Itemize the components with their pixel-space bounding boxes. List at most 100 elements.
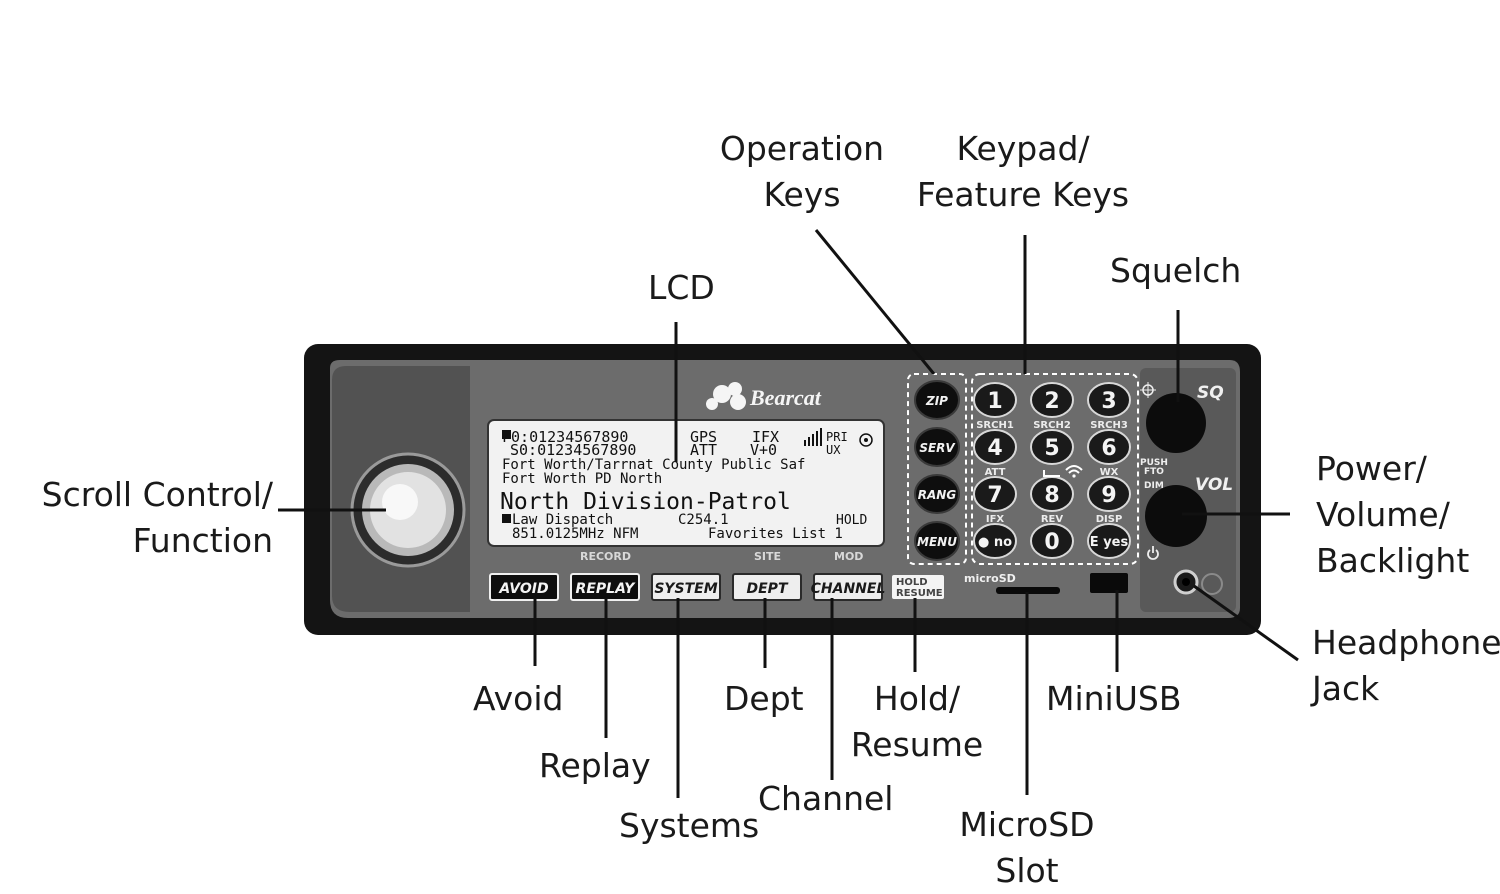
dim-label: DIM [1144, 481, 1164, 491]
op-key-rang[interactable]: RANG [914, 474, 960, 514]
vol-label: VOL [1195, 475, 1233, 495]
keypad-digit: 7 [987, 483, 1002, 508]
keypad-sublabel: WX [1100, 467, 1119, 478]
hold-resume-button[interactable]: HOLD RESUME [892, 575, 944, 599]
lcd-line6b: C254.1 [678, 512, 729, 528]
lcd-line2d: UX [826, 443, 841, 457]
op-key-label: SERV [919, 441, 956, 455]
lcd-line1a: F0:01234567890 [502, 428, 628, 446]
lcd-line2b: ATT [690, 441, 717, 459]
callout-lcd: LCD [648, 268, 715, 307]
keypad-sublabel: SRCH2 [1033, 420, 1071, 431]
bearcat-logo: Bearcat [706, 382, 822, 410]
callout-squelch: Squelch [1110, 251, 1242, 290]
callout-keypad: Keypad/Feature Keys [916, 129, 1130, 214]
fto-label: FTO [1144, 467, 1164, 477]
keypad-key-12[interactable]: E yes [1087, 523, 1131, 559]
lcd-line6c: HOLD [836, 513, 867, 528]
op-key-menu[interactable]: MENU [914, 521, 960, 561]
keypad-sublabel: SRCH3 [1090, 420, 1128, 431]
keypad-digit: 3 [1101, 389, 1116, 414]
leader-lines [278, 229, 1299, 798]
button-label: SYSTEM [654, 581, 717, 597]
button-label: DEPT [747, 581, 789, 597]
keypad-digit: 5 [1044, 436, 1059, 461]
lcd-line2c: V+0 [750, 441, 777, 459]
headphone-jack[interactable] [1173, 569, 1223, 595]
callout-hold: Hold/Resume [850, 679, 984, 764]
keypad-sublabel: ATT [985, 467, 1006, 478]
lcd-screen [487, 419, 885, 547]
lcd-line2a: S0:01234567890 [510, 441, 636, 459]
channel-button[interactable]: CHANNEL [811, 573, 886, 601]
wifi-icon [1043, 465, 1083, 478]
keypad-digit: 6 [1101, 436, 1116, 461]
resume-label: RESUME [896, 588, 943, 599]
op-key-label: MENU [917, 535, 957, 549]
keypad-key-5[interactable]: 5 [1030, 429, 1074, 465]
lcd-line1c: IFX [752, 428, 779, 446]
gps-symbol-icon [1140, 382, 1156, 398]
button-label: AVOID [498, 581, 548, 597]
volume-knob[interactable] [1145, 485, 1207, 547]
keypad-digit: 9 [1101, 483, 1116, 508]
button-label: CHANNEL [811, 581, 886, 597]
lcd-line7b: Favorites List 1 [708, 526, 843, 542]
callout-scroll: Scroll Control/Function [41, 475, 273, 560]
keypad-digit: 8 [1044, 483, 1059, 508]
record-label: RECORD [580, 550, 631, 563]
op-key-serv[interactable]: SERV [914, 427, 960, 467]
keypad-key-6[interactable]: 6WX [1087, 429, 1131, 478]
replay-button[interactable]: REPLAY [570, 573, 640, 601]
squelch-knob[interactable] [1146, 393, 1206, 453]
power-icon [1147, 546, 1159, 560]
keypad-digit: 4 [987, 436, 1002, 461]
lcd-line7a: 851.0125MHz NFM [512, 526, 638, 542]
keypad-key-11[interactable]: 0 [1030, 523, 1074, 559]
lcd-line5: North Division-Patrol [500, 489, 791, 515]
push-label: PUSH [1140, 458, 1168, 468]
callout-dept: Dept [724, 679, 804, 718]
microsd-slot[interactable] [996, 587, 1060, 594]
gps-target-icon [859, 433, 873, 447]
op-key-label: RANG [918, 488, 957, 502]
keypad-sublabel: IFX [986, 514, 1005, 525]
keypad-digit: 1 [987, 389, 1002, 414]
callout-avoid: Avoid [473, 679, 564, 718]
keypad-digit: 0 [1044, 530, 1059, 555]
op-key-zip[interactable]: ZIP [914, 380, 960, 420]
keypad-sublabel: SRCH1 [976, 420, 1014, 431]
signal-bars-icon [804, 428, 822, 446]
lcd-line3: Fort Worth/Tarrnat County Public Saf [502, 457, 805, 473]
lcd-line1d: PRI [826, 430, 848, 444]
microsd-label: microSD [964, 572, 1016, 585]
sq-label: SQ [1197, 383, 1224, 403]
brand-text: Bearcat [749, 385, 822, 410]
scroll-control-knob[interactable] [350, 452, 466, 568]
keypad-sublabel: REV [1041, 514, 1064, 525]
lcd-line6a: Law Dispatch [512, 512, 613, 528]
site-label: SITE [754, 550, 781, 563]
callout-systems: Systems [619, 806, 760, 845]
mini-usb-port[interactable] [1090, 573, 1128, 593]
keypad-key-10[interactable]: ● no [973, 523, 1017, 559]
avoid-button[interactable]: AVOID [489, 573, 559, 601]
operation-keys-outline [907, 373, 967, 565]
lcd-line4: Fort Worth PD North [502, 471, 662, 487]
dept-button[interactable]: DEPT [732, 573, 802, 601]
system-button[interactable]: SYSTEM [651, 573, 721, 601]
callout-power: Power/Volume/Backlight [1316, 449, 1470, 580]
callout-replay: Replay [539, 746, 651, 785]
hold-label: HOLD [896, 577, 928, 588]
keypad-digit: E yes [1090, 535, 1129, 550]
